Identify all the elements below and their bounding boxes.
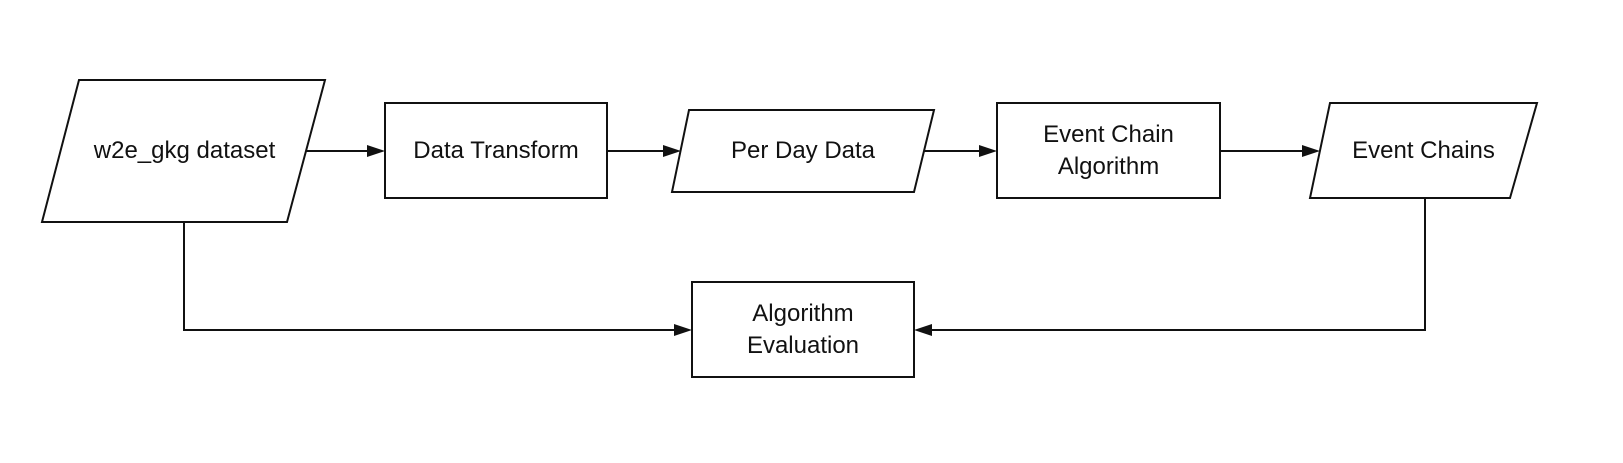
edge-dataset-to-evaluation [183, 222, 692, 336]
node-transform-shape [384, 102, 608, 199]
node-chains-shape [1308, 102, 1539, 199]
edge-transform-to-per-day [607, 145, 681, 157]
node-per-day-shape [670, 109, 936, 193]
node-algorithm-shape [996, 102, 1221, 199]
edge-algorithm-to-chains [1220, 145, 1320, 157]
edge-per-day-to-algorithm [924, 145, 997, 157]
node-evaluation-shape [691, 281, 915, 378]
edge-dataset-to-transform [306, 145, 385, 157]
edge-chains-to-evaluation [914, 198, 1426, 336]
node-dataset-shape [40, 79, 327, 223]
